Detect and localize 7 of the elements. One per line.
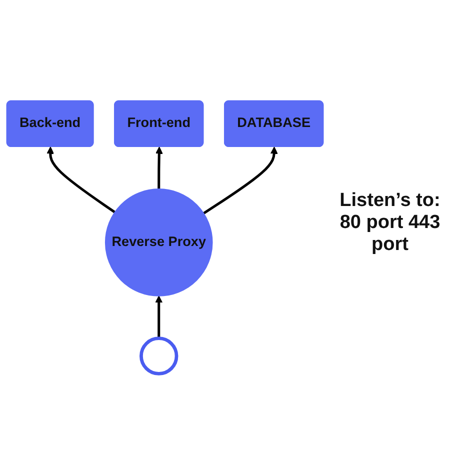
note-text: Listen’s to: 80 port 443 port — [338, 190, 442, 256]
node-person — [140, 336, 178, 376]
arrow — [155, 146, 163, 189]
arrow — [46, 146, 116, 213]
arrow — [203, 146, 278, 214]
node-circle: Reverse Proxy — [104, 188, 213, 296]
arrow — [155, 295, 163, 338]
